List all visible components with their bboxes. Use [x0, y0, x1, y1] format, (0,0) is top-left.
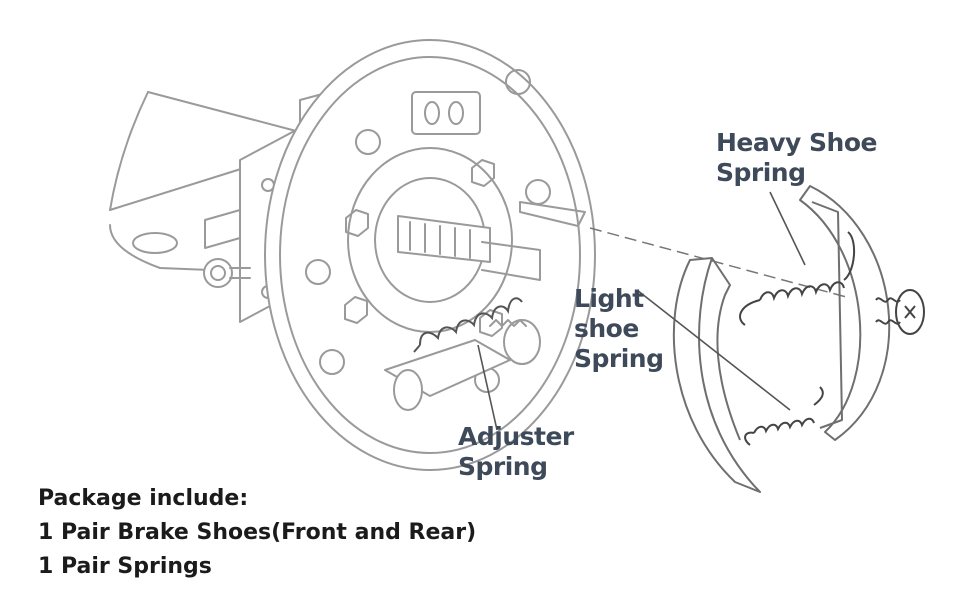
hold-down-spring — [875, 289, 925, 335]
package-item-brake-shoes: 1 Pair Brake Shoes(Front and Rear) — [38, 520, 477, 545]
heavy-shoe-spring-label: Heavy Shoe Spring — [716, 128, 877, 188]
adjuster-spring-label: Adjuster Spring — [458, 422, 574, 482]
heavy-shoe-spring-label-line1: Heavy Shoe — [716, 128, 877, 157]
package-item-springs: 1 Pair Springs — [38, 554, 212, 579]
light-shoe-spring — [744, 386, 824, 446]
rear-brake-shoe — [799, 185, 891, 441]
adjuster-spring-label-line2: Spring — [458, 452, 548, 481]
adjuster-spring-label-line1: Adjuster — [458, 422, 574, 451]
light-shoe-spring-label-line2: shoe — [574, 314, 639, 343]
heavy-shoe-spring — [739, 231, 856, 326]
package-heading: Package include: — [38, 486, 249, 511]
light-shoe-spring-label-line3: Spring — [574, 344, 664, 373]
light-shoe-spring-label-line1: Light — [574, 284, 644, 313]
hub — [344, 147, 586, 337]
light-shoe-spring-label: Light shoe Spring — [574, 284, 664, 374]
front-brake-shoe — [672, 257, 761, 493]
adjuster — [384, 319, 541, 411]
brake-shoes — [672, 185, 891, 493]
leader-lines — [477, 191, 806, 431]
adjuster-spring — [413, 297, 523, 353]
heavy-shoe-spring-label-line2: Spring — [716, 158, 806, 187]
